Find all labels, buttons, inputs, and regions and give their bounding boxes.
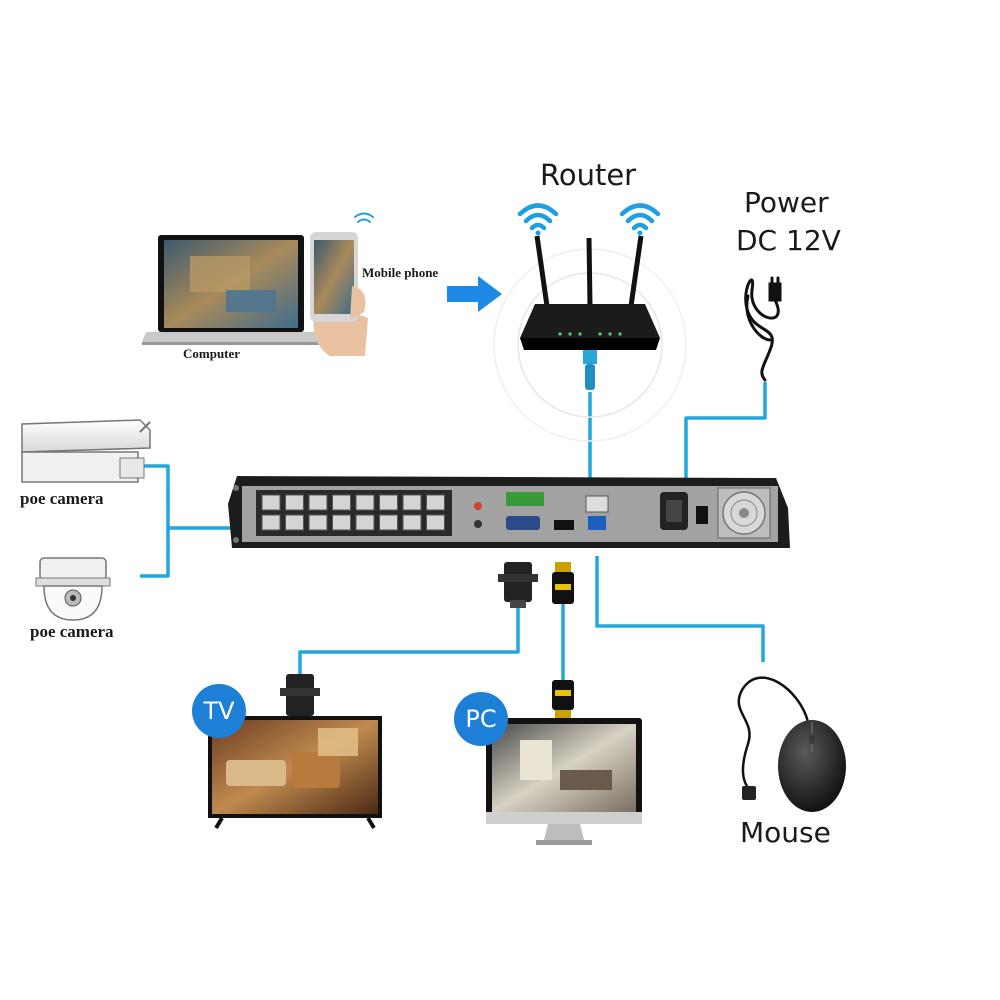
poe-port (285, 514, 304, 531)
vga-connector-icon (280, 674, 320, 716)
poe-port (379, 494, 398, 511)
mouse-icon (737, 676, 846, 812)
poe-ports (261, 494, 445, 531)
poe-port (308, 494, 328, 511)
poe-port (379, 514, 398, 531)
wifi-icon (354, 212, 374, 223)
vga-connector-icon (498, 562, 538, 608)
tv-badge: TV (192, 684, 246, 738)
poe-port (355, 494, 375, 511)
power-cable-line (684, 382, 767, 488)
mouse-label: Mouse (740, 816, 831, 849)
hdmi-connector-icon (552, 562, 574, 604)
poe-port (332, 494, 351, 511)
poe-port (332, 514, 351, 531)
camera-bus-line (140, 464, 170, 578)
power-label: Power (744, 186, 829, 219)
poe-port (426, 494, 445, 511)
bullet-camera-icon (21, 419, 151, 483)
poe-port (402, 494, 422, 511)
poe-camera-label: poe camera (20, 489, 104, 508)
power-spec-label: DC 12V (736, 224, 841, 257)
laptop-icon (142, 235, 320, 345)
poe-port (261, 494, 281, 511)
poe-port (285, 494, 304, 511)
poe-port (261, 514, 281, 531)
computer-label: Computer (183, 346, 241, 361)
poe-port (355, 514, 375, 531)
poe-camera-label: poe camera (30, 622, 114, 641)
phone-icon (310, 232, 368, 356)
poe-port (308, 514, 328, 531)
wifi-icon (517, 203, 559, 236)
usb-cable-line (595, 556, 765, 662)
arrow-icon (447, 276, 502, 312)
dome-camera-icon (35, 557, 111, 621)
router-label: Router (540, 158, 637, 192)
pc-badge: PC (454, 692, 508, 746)
router-icon (493, 235, 687, 442)
tv-icon (208, 716, 382, 830)
wifi-icon (619, 203, 661, 236)
monitor-icon (486, 718, 642, 845)
power-cable-icon (744, 276, 782, 382)
nvr-icon (228, 476, 790, 548)
cables (140, 382, 767, 680)
mobile-phone-label: Mobile phone (362, 265, 439, 280)
hdmi-connector-icon (552, 680, 574, 720)
poe-port (426, 514, 445, 531)
vga-cable-line (298, 606, 520, 675)
poe-port (402, 514, 422, 531)
